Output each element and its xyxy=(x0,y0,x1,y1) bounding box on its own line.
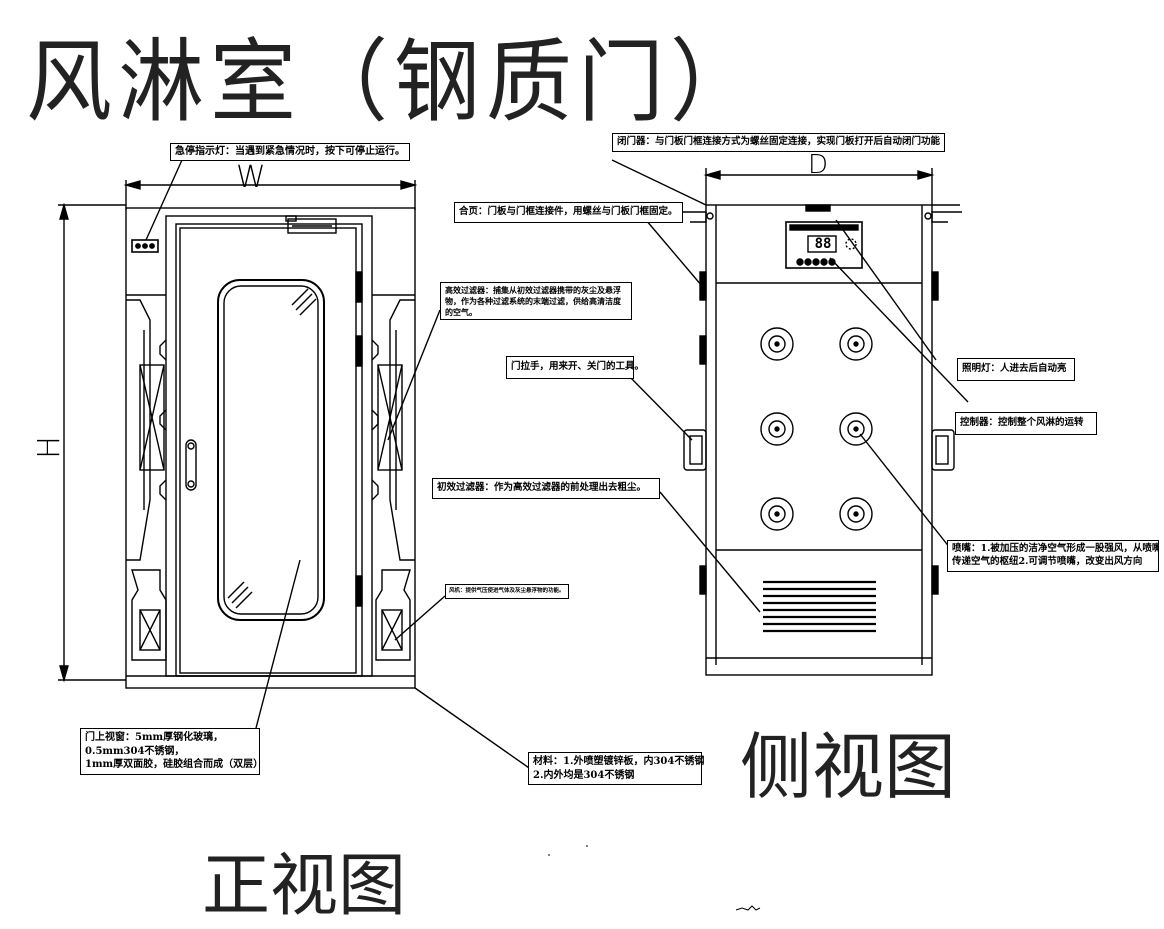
pre-filter-grille xyxy=(763,580,876,633)
callout-material-line-1: 材料：1.外喷塑镀锌板，内304不锈钢 xyxy=(533,756,705,767)
dimension-label-width: W xyxy=(236,160,266,195)
callout-fan: 风机：提供气压使进气体及灰尘悬浮物的功能。 xyxy=(445,584,569,600)
callout-window: 门上视窗：5mm厚钢化玻璃， 0.5mm304不锈钢， 1mm厚双面胶，硅胶组合… xyxy=(80,728,264,775)
dimension-label-height: H xyxy=(31,436,67,459)
callout-hepa-filter-text: 高效过滤器：捕集从初效过滤器携带的灰尘及悬浮物，作为各种过滤系统的末端过滤，供给… xyxy=(445,285,621,317)
callout-window-line-3: 1mm厚双面胶，硅胶组合而成（双层） xyxy=(85,759,264,770)
front-view xyxy=(58,159,533,771)
callout-pre-filter: 初效过滤器：作为高效过滤器的前处理出去粗尘。 xyxy=(432,478,660,499)
callout-light: 照明灯：人进去后自动亮 xyxy=(957,358,1075,381)
side-view-label: 侧视图 xyxy=(740,725,957,809)
callout-material: 材料：1.外喷塑镀锌板，内304不锈钢 2.内外均是304不锈钢 xyxy=(528,752,705,785)
nozzle-grid xyxy=(760,327,873,531)
callout-material-line-2: 2.内外均是304不锈钢 xyxy=(533,769,635,781)
callout-door-closer: 闭门器：与门板门框连接方式为螺丝固定连接，实现门板打开后自动闭门功能 xyxy=(612,133,946,152)
front-view-label: 正视图 xyxy=(202,847,407,926)
callout-nozzle-line-1: 喷嘴：1.被加压的洁净空气形成一股强风，从喷嘴送出， xyxy=(952,543,1158,554)
dimension-label-depth: D xyxy=(808,150,829,180)
side-view xyxy=(611,159,969,676)
callout-hinge: 合页：门板与门框连接件，用螺丝与门板门框固定。 xyxy=(454,202,683,223)
page-title: 风淋室（钢质门） xyxy=(26,30,762,136)
callout-controller: 控制器：控制整个风淋的运转 xyxy=(955,412,1097,435)
callout-hepa-filter: 高效过滤器：捕集从初效过滤器携带的灰尘及悬浮物，作为各种过滤系统的末端过滤，供给… xyxy=(440,282,632,321)
callout-emergency-stop: 急停指示灯：当遇到紧急情况时，按下可停止运行。 xyxy=(170,143,410,161)
callout-window-line-1: 门上视窗：5mm厚钢化玻璃， xyxy=(85,732,224,743)
callout-handle: 门拉手，用来开、关门的工具。 xyxy=(506,356,644,379)
controller-display: 88 xyxy=(814,236,832,252)
callout-nozzle: 喷嘴：1.被加压的洁净空气形成一股强风，从喷嘴送出， 传递空气的枢纽2.可调节喷… xyxy=(947,540,1159,572)
callout-nozzle-line-2: 传递空气的枢纽2.可调节喷嘴，改变出风方向 xyxy=(952,555,1143,567)
callout-window-line-2: 0.5mm304不锈钢， xyxy=(85,745,185,757)
stray-marks xyxy=(548,845,761,911)
